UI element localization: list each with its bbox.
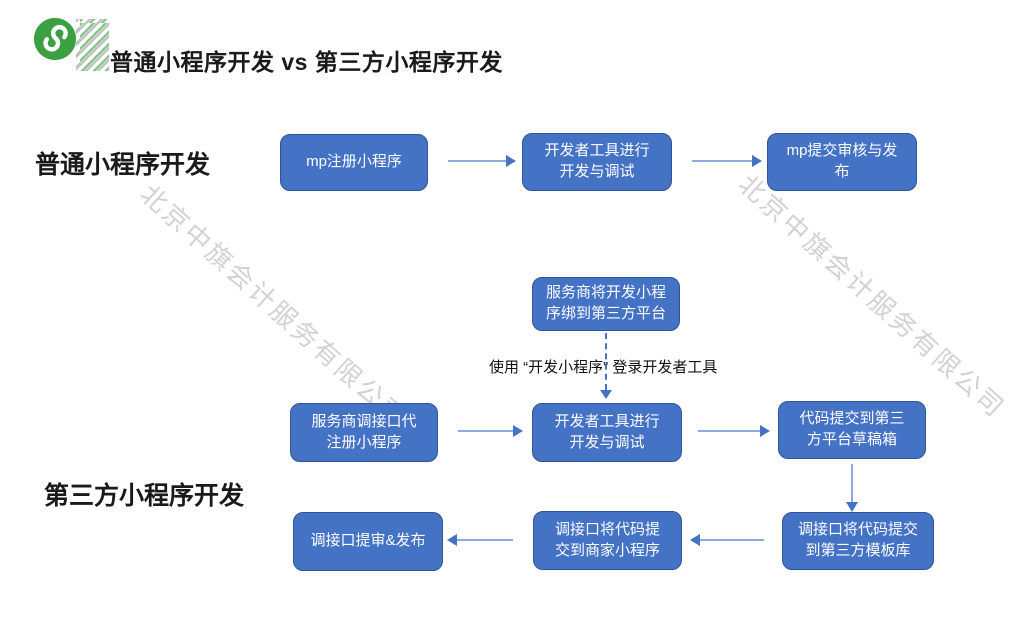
flow-box-submit-template-library: 调接口将代码提交 到第三方模板库 (782, 512, 934, 570)
section-label-normal-dev: 普通小程序开发 (35, 151, 211, 179)
flow-box-mp-submit-release: mp提交审核与发 布 (767, 133, 917, 191)
flow-box-mp-register: mp注册小程序 (280, 134, 428, 191)
page-title: 普通小程序开发 vs 第三方小程序开发 (110, 49, 503, 76)
arrow-right-icon (698, 425, 770, 437)
wechat-miniprogram-logo-icon (33, 17, 77, 61)
flow-box-devtools-debug-third: 开发者工具进行 开发与调试 (532, 403, 682, 462)
flow-box-devtools-debug-normal: 开发者工具进行 开发与调试 (522, 133, 672, 191)
arrow-down-icon (846, 464, 858, 512)
arrow-right-icon (458, 425, 523, 437)
flow-box-api-audit-release: 调接口提审&发布 (293, 512, 443, 571)
watermark-left: 北京中旗会计服务有限公司 (134, 178, 414, 434)
dashed-arrow-note: 使用 “开发小程序” 登录开发者工具 (489, 359, 718, 376)
flow-box-bind-third-party-platform: 服务商将开发小程 序绑到第三方平台 (532, 277, 680, 331)
section-label-third-party-dev: 第三方小程序开发 (44, 482, 245, 510)
flow-box-submit-merchant-miniprogram: 调接口将代码提 交到商家小程序 (533, 511, 682, 570)
arrow-right-icon (692, 155, 762, 167)
dashed-arrow-down-icon (600, 333, 612, 399)
arrow-left-icon (690, 534, 764, 546)
flow-box-submit-draft-box: 代码提交到第三 方平台草稿箱 (778, 401, 926, 459)
arrow-left-icon (447, 534, 513, 546)
watermark-right: 北京中旗会计服务有限公司 (732, 168, 1012, 424)
hatch-stripes-decoration (76, 19, 109, 71)
flow-box-api-register: 服务商调接口代 注册小程序 (290, 403, 438, 462)
arrow-right-icon (448, 155, 516, 167)
